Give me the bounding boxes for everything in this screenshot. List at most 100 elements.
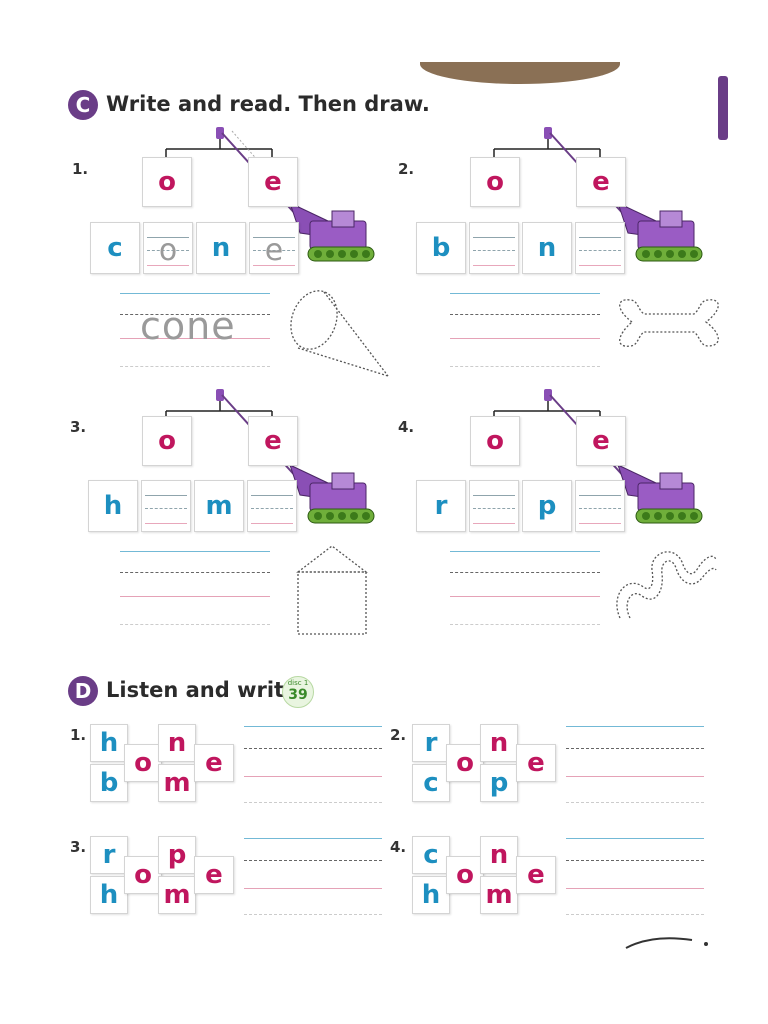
- blank-card[interactable]: [247, 480, 297, 532]
- letter: n: [537, 233, 557, 263]
- writing-lines[interactable]: [244, 836, 382, 918]
- guide-line: [147, 250, 189, 251]
- consonant-card: m: [194, 480, 244, 532]
- writing-lines[interactable]: [450, 290, 600, 372]
- letter: p: [489, 768, 509, 798]
- consonant-card: n: [480, 836, 518, 874]
- consonant-card: n: [522, 222, 572, 274]
- letter: m: [163, 768, 191, 798]
- consonant-card: m: [158, 876, 196, 914]
- item-number: 2.: [390, 726, 407, 744]
- right-page-edge: [718, 76, 728, 140]
- vowel-card: e: [516, 744, 556, 782]
- crane-illustration: [165, 127, 375, 262]
- section-d-badge: D: [68, 676, 98, 706]
- rope-picture[interactable]: [612, 546, 718, 628]
- letter: e: [264, 426, 282, 456]
- audio-track-badge[interactable]: disc 1 39: [282, 676, 314, 708]
- blank-card[interactable]: [575, 480, 625, 532]
- vowel-card-e: e: [576, 157, 626, 207]
- consonant-card: h: [412, 876, 450, 914]
- letter: m: [163, 880, 191, 910]
- vowel-card-e: e: [248, 157, 298, 207]
- letter: o: [456, 860, 474, 890]
- letter: h: [99, 880, 119, 910]
- consonant-card: n: [480, 724, 518, 762]
- letter: h: [421, 880, 441, 910]
- letter: e: [527, 860, 545, 890]
- vowel-card: o: [124, 744, 162, 782]
- blank-card[interactable]: [469, 222, 519, 274]
- letter: p: [167, 840, 187, 870]
- writing-lines[interactable]: [450, 548, 600, 630]
- guide-line: [253, 265, 295, 266]
- vowel-card-e: e: [576, 416, 626, 466]
- section-c-badge: C: [68, 90, 98, 120]
- blank-card[interactable]: [469, 480, 519, 532]
- house-picture[interactable]: [294, 542, 374, 638]
- guide-line: [253, 250, 295, 251]
- letter: h: [99, 728, 119, 758]
- guide-line: [253, 237, 295, 238]
- vowel-card-o: o: [142, 416, 192, 466]
- trace-card[interactable]: o: [143, 222, 193, 274]
- consonant-card: n: [158, 724, 196, 762]
- vowel-card: e: [194, 856, 234, 894]
- consonant-card: r: [416, 480, 466, 532]
- bottom-decoration: [625, 937, 708, 949]
- consonant-card: c: [90, 222, 140, 274]
- letter: o: [456, 748, 474, 778]
- consonant-card: r: [90, 836, 128, 874]
- letter: h: [103, 491, 123, 521]
- letter: r: [434, 491, 448, 521]
- consonant-card: p: [522, 480, 572, 532]
- writing-lines[interactable]: [566, 724, 704, 806]
- consonant-card: h: [88, 480, 138, 532]
- item-number: 1.: [72, 160, 89, 178]
- letter: m: [205, 491, 233, 521]
- letter: o: [486, 167, 504, 197]
- letter: e: [205, 748, 223, 778]
- blank-card[interactable]: [141, 480, 191, 532]
- consonant-card: p: [480, 764, 518, 802]
- letter: e: [592, 167, 610, 197]
- blank-card[interactable]: [575, 222, 625, 274]
- trace-card[interactable]: e: [249, 222, 299, 274]
- consonant-card: c: [412, 836, 450, 874]
- bone-picture[interactable]: [610, 296, 728, 366]
- letter: b: [431, 233, 451, 263]
- writing-lines[interactable]: [566, 836, 704, 918]
- guide-line: [147, 237, 189, 238]
- writing-lines[interactable]: [244, 724, 382, 806]
- writing-lines[interactable]: [120, 548, 270, 630]
- item-number: 3.: [70, 838, 87, 856]
- letter: n: [167, 728, 187, 758]
- letter: n: [211, 233, 231, 263]
- consonant-card: m: [480, 876, 518, 914]
- letter: c: [107, 233, 123, 263]
- letter: o: [158, 167, 176, 197]
- cone-picture[interactable]: [284, 288, 394, 383]
- item-number: 1.: [70, 726, 87, 744]
- consonant-card: r: [412, 724, 450, 762]
- letter: o: [158, 426, 176, 456]
- letter: o: [486, 426, 504, 456]
- letter: r: [102, 840, 116, 870]
- traced-letter: e: [264, 233, 284, 268]
- top-decoration: [420, 62, 620, 84]
- letter: e: [205, 860, 223, 890]
- item-number: 4.: [390, 838, 407, 856]
- guide-line: [147, 265, 189, 266]
- vowel-card: e: [516, 856, 556, 894]
- letter: b: [99, 768, 119, 798]
- consonant-card: n: [196, 222, 246, 274]
- writing-lines[interactable]: cone: [120, 290, 270, 372]
- vowel-card: e: [194, 744, 234, 782]
- vowel-card-o: o: [470, 157, 520, 207]
- letter: m: [485, 880, 513, 910]
- letter: e: [527, 748, 545, 778]
- section-c-title: Write and read. Then draw.: [106, 92, 430, 116]
- letter: n: [489, 840, 509, 870]
- consonant-card: h: [90, 724, 128, 762]
- letter: n: [489, 728, 509, 758]
